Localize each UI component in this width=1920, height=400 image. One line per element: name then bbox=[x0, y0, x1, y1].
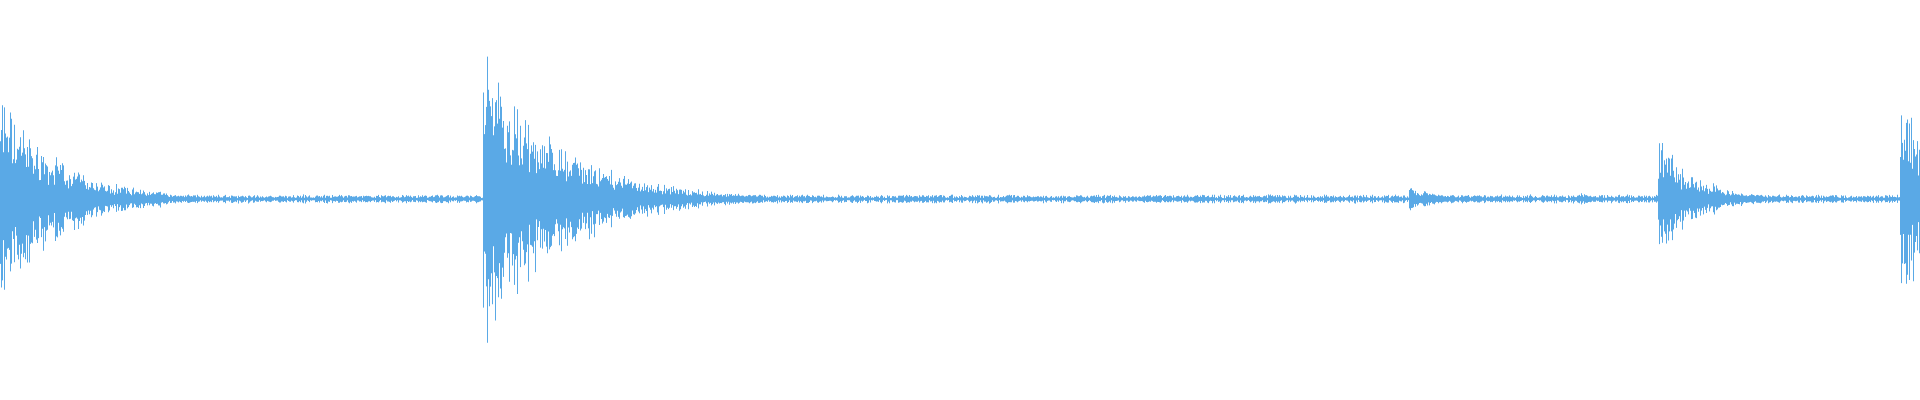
waveform-samples bbox=[0, 56, 1920, 343]
